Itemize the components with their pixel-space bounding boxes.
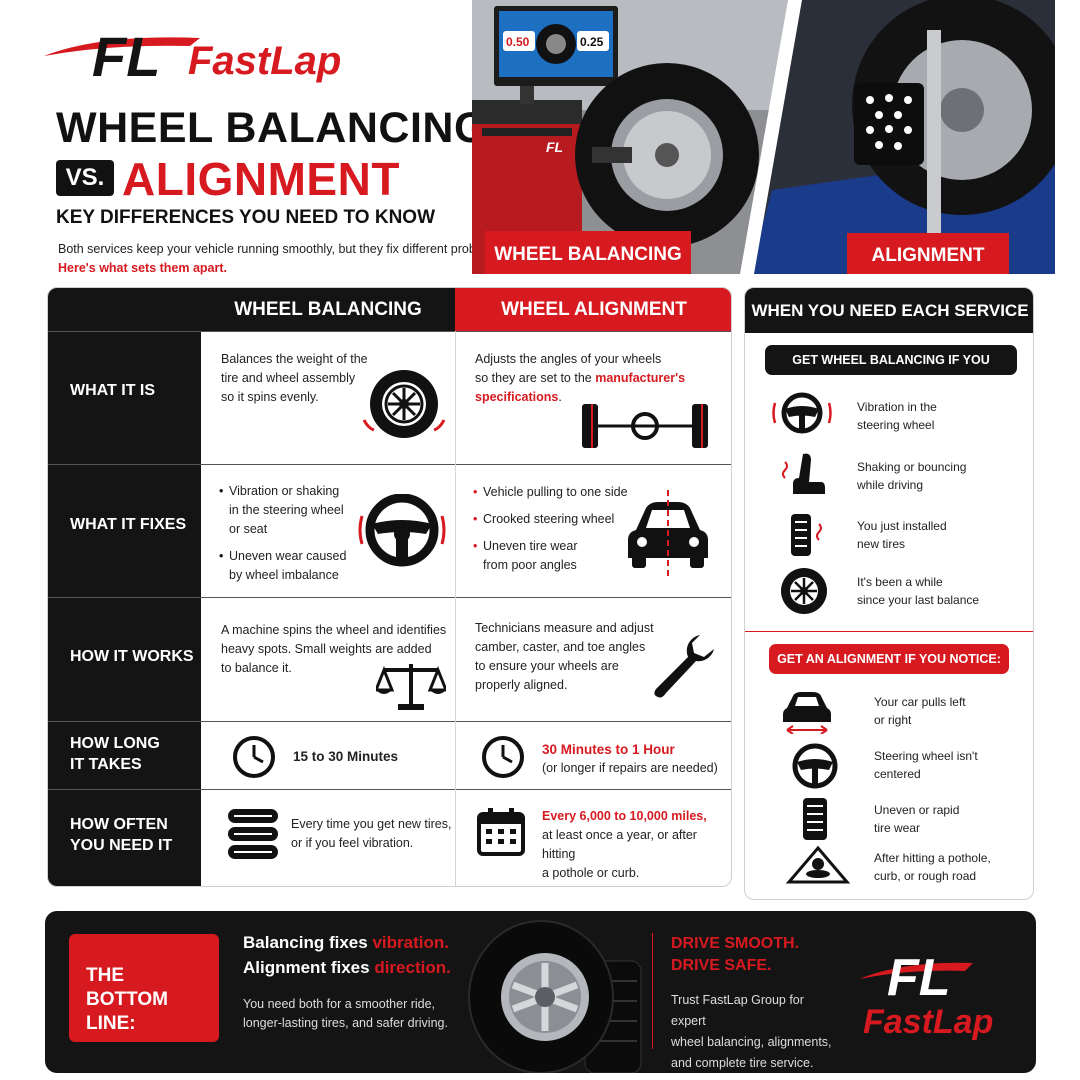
clock-icon	[482, 736, 524, 778]
column-header-alignment: WHEEL ALIGNMENT	[455, 288, 731, 331]
row-label-how-it-works: HOW IT WORKS	[70, 648, 194, 665]
alignment-what-it-fixes: Vehicle pulling to one side Crooked stee…	[473, 483, 628, 583]
logo-wordmark: FastLap	[863, 1003, 993, 1041]
intro-text: Both services keep your vehicle running …	[58, 242, 506, 256]
side-panel-divider	[745, 631, 1033, 632]
wheel-icon	[781, 568, 827, 614]
tagline-2: DRIVE SAFE.	[671, 957, 772, 974]
comparison-table: WHEEL BALANCING WHEEL ALIGNMENT WHAT IT …	[47, 287, 732, 887]
axle-alignment-icon	[582, 404, 708, 448]
balancing-what-it-is: Balances the weight of the tire and whee…	[221, 352, 368, 404]
alignment-frequency: Every 6,000 to 10,000 miles, at least on…	[542, 809, 707, 880]
summary-line-1: Balancing fixes vibration.	[243, 933, 449, 952]
column-divider	[455, 331, 456, 886]
summary-detail: You need both for a smoother ride, longe…	[243, 997, 448, 1030]
alignment-how-it-works: Technicians measure and adjust camber, c…	[475, 621, 654, 692]
fastlap-logo: FL FastLap	[859, 949, 993, 1041]
row-divider	[48, 721, 731, 722]
steering-wheel-icon	[358, 494, 446, 567]
photo-label-alignment: ALIGNMENT	[872, 245, 985, 266]
pothole-warning-icon	[785, 845, 851, 884]
balancing-time: 15 to 30 Minutes	[293, 749, 399, 764]
row-label-column	[48, 288, 201, 886]
bottom-line-banner: THE BOTTOM LINE: Balancing fixes vibrati…	[45, 911, 1036, 1073]
balancing-how-it-works: A machine spins the wheel and identifies…	[221, 623, 447, 675]
vs-badge: VS.	[56, 160, 114, 196]
tagline-1: DRIVE SMOOTH.	[671, 935, 800, 952]
banner-divider	[652, 933, 653, 1049]
balancing-frequency: Every time you get new tires, or if you …	[291, 817, 452, 850]
subtitle: KEY DIFFERENCES YOU NEED TO KNOW	[56, 207, 435, 228]
clock-icon	[233, 736, 275, 778]
steering-wheel-icon	[792, 743, 838, 789]
row-label-how-often: HOW OFTEN YOU NEED IT	[70, 816, 173, 854]
balance-scale-icon	[376, 664, 446, 710]
car-icon	[628, 490, 708, 576]
title-line-1: WHEEL BALANCING	[56, 104, 488, 152]
machine-logo: FL	[546, 139, 563, 155]
tire-tread-icon	[791, 514, 822, 556]
summary-line-2: Alignment fixes direction.	[243, 958, 451, 977]
hero-photos: 0.50 0.25 FL WHEEL BALANCING ALIGNMENT	[472, 0, 1055, 274]
alignment-sign-4: After hitting a pothole,curb, or rough r…	[874, 851, 991, 883]
row-divider	[48, 331, 731, 332]
row-label-how-long: HOW LONG IT TAKES	[70, 735, 160, 773]
logo-initials: FL	[887, 949, 951, 1007]
photo-label-balancing: WHEEL BALANCING	[494, 244, 682, 265]
logo-initials: FL	[92, 25, 160, 86]
tire-photo	[468, 920, 642, 1073]
bottom-line-badge: THE BOTTOM LINE:	[69, 934, 219, 1042]
screen-value-right: 0.25	[580, 35, 604, 49]
wrench-icon	[654, 635, 714, 698]
steering-wheel-icon	[772, 392, 832, 434]
side-panel-title: WHEN YOU NEED EACH SERVICE	[745, 288, 1033, 333]
trust-text: Trust FastLap Group for expert wheel bal…	[671, 993, 832, 1070]
row-label-what-it-is: WHAT IT IS	[70, 382, 156, 399]
balancing-signs-header: GET WHEEL BALANCING IF YOU NOTICE:	[765, 345, 1017, 397]
alignment-signs-header: GET AN ALIGNMENT IF YOU NOTICE:	[769, 644, 1009, 674]
when-you-need-panel: WHEN YOU NEED EACH SERVICE GET WHEEL BAL…	[744, 287, 1034, 900]
column-header-balancing: WHEEL BALANCING	[201, 288, 455, 331]
row-divider	[48, 464, 731, 465]
title-line-2: ALIGNMENT	[122, 153, 400, 205]
calendar-icon	[477, 808, 525, 856]
screen-value-left: 0.50	[506, 35, 530, 49]
tire-tread-icon	[803, 798, 827, 840]
seat-icon	[782, 453, 825, 494]
alignment-time: 30 Minutes to 1 Hour (or longer if repai…	[542, 742, 718, 775]
fastlap-logo: FL FastLap	[44, 25, 341, 86]
alignment-what-it-is: Adjusts the angles of your wheels so the…	[475, 352, 686, 404]
logo-wordmark: FastLap	[188, 39, 341, 83]
wheel-icon	[362, 370, 446, 438]
intro-highlight: Here's what sets them apart.	[58, 261, 228, 275]
tire-stack-icon	[228, 809, 278, 859]
car-icon	[783, 692, 831, 734]
row-divider	[48, 789, 731, 790]
row-divider	[48, 597, 731, 598]
row-label-what-it-fixes: WHAT IT FIXES	[70, 516, 187, 533]
